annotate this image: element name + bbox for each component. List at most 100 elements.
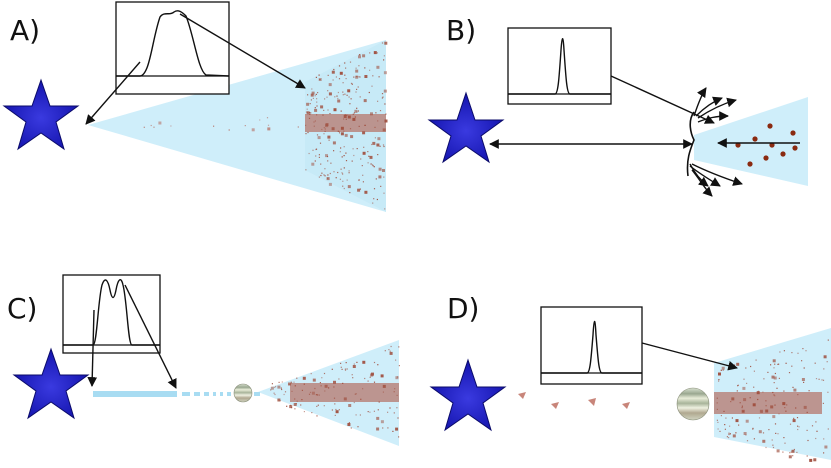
dust-particle bbox=[716, 408, 718, 410]
panel-c-dust-particles bbox=[270, 345, 400, 438]
dust-particle bbox=[320, 385, 322, 387]
dust-particle bbox=[316, 101, 318, 103]
dust-particle bbox=[789, 452, 791, 454]
dust-particle bbox=[343, 397, 347, 401]
dust-particle bbox=[314, 95, 316, 97]
panel-b-outflow-arrows bbox=[689, 87, 743, 197]
dust-particle bbox=[774, 404, 776, 406]
dust-particle bbox=[791, 352, 793, 354]
dust-particle bbox=[363, 146, 365, 148]
panel-b-beam bbox=[694, 97, 808, 186]
dust-particle bbox=[790, 451, 792, 453]
dust-particle bbox=[378, 76, 380, 78]
dust-particle bbox=[811, 425, 814, 427]
dust-particle bbox=[364, 67, 366, 69]
dust-particle bbox=[773, 394, 775, 396]
dust-particle bbox=[730, 401, 732, 403]
dust-particle bbox=[353, 401, 355, 404]
dust-particle bbox=[355, 67, 357, 69]
dust-particle bbox=[782, 402, 786, 406]
panel-c-profile-inset bbox=[62, 274, 161, 354]
dust-particle bbox=[313, 125, 315, 127]
panel-c-dense-band bbox=[290, 383, 399, 402]
dust-particle bbox=[382, 144, 385, 146]
dust-particle bbox=[277, 398, 281, 402]
dust-particle bbox=[344, 369, 347, 371]
dust-particle bbox=[746, 382, 748, 384]
dust-particle bbox=[291, 382, 293, 384]
dust-particle bbox=[371, 164, 374, 166]
dust-particle bbox=[369, 376, 371, 378]
dust-particle bbox=[746, 440, 749, 442]
dust-particle bbox=[340, 168, 342, 170]
dust-particle bbox=[364, 124, 366, 126]
dust-particle bbox=[718, 379, 720, 381]
dust-particle bbox=[373, 166, 375, 168]
panel-b-shock-front bbox=[686, 111, 695, 177]
dust-particle bbox=[753, 370, 755, 372]
panel-d: D) bbox=[429, 292, 831, 462]
dust-particle bbox=[327, 177, 329, 179]
dust-particle bbox=[782, 451, 784, 453]
dust-particle bbox=[803, 405, 807, 409]
dust-particle bbox=[345, 67, 347, 69]
dust-particle bbox=[359, 76, 361, 78]
dust-particle bbox=[348, 170, 350, 172]
dust-particle bbox=[325, 124, 329, 128]
dust-particle bbox=[381, 97, 383, 99]
dust-particle bbox=[328, 83, 332, 87]
dust-particle bbox=[778, 363, 780, 365]
dust-particle bbox=[806, 429, 808, 431]
dust-particle bbox=[343, 130, 345, 132]
dust-particle bbox=[352, 148, 354, 150]
dust-particle bbox=[333, 150, 335, 152]
dust-particle bbox=[354, 116, 356, 118]
dust-particle bbox=[356, 361, 358, 363]
dust-particle bbox=[314, 387, 316, 390]
dust-particle bbox=[333, 171, 335, 173]
dust-particle bbox=[343, 115, 347, 118]
dust-particle bbox=[822, 402, 824, 404]
dust-particle bbox=[344, 93, 346, 95]
dust-particle bbox=[283, 393, 285, 396]
dust-particle bbox=[377, 154, 379, 156]
dust-particle bbox=[340, 366, 342, 368]
dust-particle bbox=[728, 432, 730, 434]
dust-particle bbox=[732, 434, 736, 438]
dust-particle bbox=[376, 143, 380, 147]
dust-particle bbox=[767, 371, 769, 373]
dust-particle bbox=[344, 62, 346, 64]
dust-particle bbox=[335, 410, 339, 414]
panel-a-dense-band bbox=[305, 114, 386, 132]
panel-a-arrow-to-star bbox=[85, 61, 141, 125]
panel-d-label: D) bbox=[447, 292, 479, 325]
dust-particle bbox=[362, 174, 364, 176]
dust-particle bbox=[753, 438, 755, 440]
dust-particle bbox=[346, 368, 348, 370]
dust-particle bbox=[745, 367, 747, 369]
dust-particle bbox=[818, 378, 820, 380]
dust-particle bbox=[351, 374, 353, 376]
dust-particle bbox=[380, 185, 382, 187]
dust-particle bbox=[328, 92, 332, 96]
dust-particle bbox=[389, 407, 391, 409]
dust-particle bbox=[363, 99, 367, 103]
dust-particle bbox=[311, 412, 313, 414]
dust-particle bbox=[801, 378, 805, 381]
panel-d-dust-particles bbox=[716, 339, 829, 462]
dust-particle bbox=[768, 429, 770, 431]
dust-particle bbox=[379, 145, 381, 147]
dust-particle bbox=[757, 390, 760, 392]
dust-particle bbox=[395, 376, 399, 380]
dust-particle bbox=[358, 55, 361, 59]
dust-particle bbox=[356, 88, 358, 90]
panel-b-label: B) bbox=[446, 14, 476, 47]
dust-particle bbox=[244, 125, 246, 127]
dust-particle bbox=[303, 383, 305, 385]
dust-particle bbox=[296, 377, 298, 379]
dust-particle bbox=[324, 130, 326, 132]
dust-particle bbox=[801, 360, 803, 362]
dust-particle bbox=[307, 94, 309, 96]
dust-particle bbox=[347, 89, 351, 93]
dust-particle bbox=[384, 119, 388, 123]
